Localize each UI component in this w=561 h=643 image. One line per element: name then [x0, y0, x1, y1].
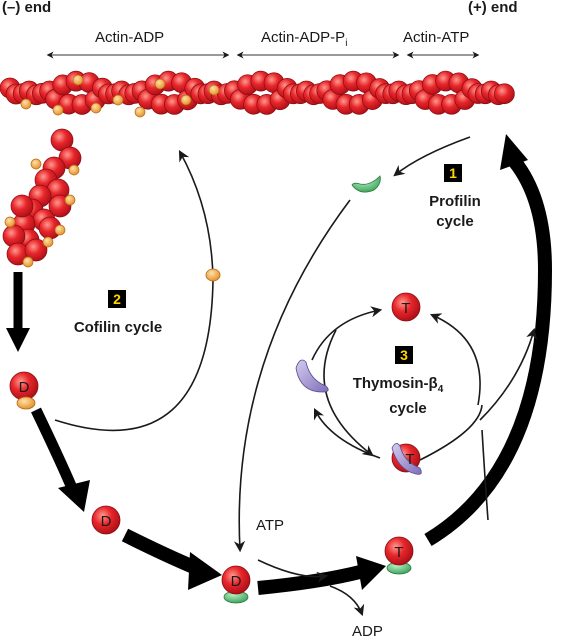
- cycle-number: 2: [113, 291, 121, 307]
- cofilin-subunit: [112, 94, 124, 106]
- actin-atp-monomer: T: [391, 292, 421, 322]
- arrow-cofilin-return-upper: [178, 150, 214, 281]
- cofilin-subunit: [64, 194, 76, 206]
- flow-arrow-t-to-plus-end: [424, 157, 553, 547]
- region-label-actin-adp-pi: Actin-ADP-Pi: [261, 29, 347, 49]
- main-flow-arrows: [6, 134, 553, 595]
- thymosin-cycle-label: 3 Thymosin-β4 cycle: [353, 346, 444, 417]
- thymosin-cycle-arrow-branch-out: [479, 327, 537, 421]
- cofilin-subunit: [30, 158, 42, 170]
- actin-monomer: [221, 565, 251, 595]
- actin-monomer: [391, 292, 421, 322]
- thymosin-molecule-bound: [391, 443, 422, 475]
- actin-adp-cofilin-monomer: D: [9, 371, 39, 410]
- region-label-actin-atp: Actin-ATP: [403, 29, 469, 46]
- thymosin-cycle-arrow-left-down: [323, 329, 374, 457]
- actin-adp-profilin-monomer: D: [221, 565, 251, 604]
- cycle-number-badge: [395, 346, 413, 364]
- cofilin-molecule-bound: [16, 396, 36, 410]
- cofilin-cycle-title: Cofilin cycle: [74, 319, 162, 336]
- cofilin-subunit: [154, 78, 166, 90]
- flow-arrowhead-d2: [188, 552, 222, 590]
- monomer-letter-t: T: [405, 451, 414, 468]
- arrow-adp-out: [329, 585, 365, 617]
- actin-monomer: [91, 505, 121, 535]
- cofilin-subunit: [20, 98, 32, 110]
- cofilin-subunit: [42, 236, 54, 248]
- monomer-letter-d: D: [231, 573, 242, 590]
- profilin-cycle-label: 1 Profilin cycle: [429, 164, 481, 230]
- profilin-molecule: [351, 175, 381, 193]
- actin-monomer: [384, 536, 414, 566]
- flow-arrowhead-d1: [58, 480, 90, 512]
- arrow-atp-in: [257, 559, 329, 583]
- cofilin-subunit: [4, 216, 16, 228]
- cofilin-subunit: [180, 94, 192, 106]
- monomer-letter-d: D: [19, 379, 30, 396]
- thin-arrows: [54, 136, 537, 617]
- region-label-actin-adp: Actin-ADP: [95, 29, 164, 46]
- cofilin-subunit: [22, 256, 34, 268]
- actin-atp-thymosin-monomer: T: [391, 443, 422, 475]
- arrow-profilin-to-d: [233, 199, 351, 553]
- monomer-letter-d: D: [101, 513, 112, 530]
- thymosin-cycle-title: Thymosin-β4: [353, 375, 444, 395]
- thymosin-cycle-subtitle: cycle: [389, 400, 427, 417]
- depolymerizing-filament-fragment: [2, 128, 82, 268]
- cofilin-cycle-label: 2 Cofilin cycle: [74, 290, 162, 336]
- thymosin-cycle-arrow-bottom-right: [419, 404, 483, 461]
- cycle-number-badge: [108, 290, 126, 308]
- actin-adp-monomer: D: [91, 505, 121, 535]
- actin-atp-profilin-monomer: T: [384, 536, 414, 575]
- arrow-to-profilin: [393, 136, 471, 177]
- flow-arrowhead-exchange: [356, 556, 386, 590]
- cofilin-molecule: [205, 268, 221, 282]
- actin-subunit: [24, 238, 48, 262]
- flow-arrow-exchange: [257, 565, 362, 595]
- cycle-number: 3: [400, 347, 408, 363]
- flow-arrow-d1-to-d2: [31, 407, 78, 491]
- plus-end-label: (+) end: [468, 0, 518, 16]
- profilin-cycle-title: Profilin: [429, 193, 481, 210]
- cofilin-subunit: [68, 164, 80, 176]
- thymosin-cycle-arrow-bottom-left: [313, 407, 381, 459]
- cycle-number: 1: [449, 165, 457, 181]
- profilin-cycle-subtitle: cycle: [436, 213, 474, 230]
- cofilin-subunit: [52, 104, 64, 116]
- actin-subunit: [10, 194, 34, 218]
- atp-label: ATP: [256, 517, 284, 534]
- flow-arrowhead-fragment: [6, 328, 30, 352]
- thymosin-cycle-arrow-top-left: [311, 306, 383, 361]
- monomer-letter-t: T: [401, 300, 410, 317]
- thymosin-cycle-arrow-right-up: [429, 313, 481, 406]
- cofilin-subunit: [72, 74, 84, 86]
- cofilin-subunit: [134, 106, 146, 118]
- cofilin-subunit: [54, 224, 66, 236]
- cycle-number-badge: [444, 164, 462, 182]
- arrow-cofilin-return-lower: [54, 279, 214, 432]
- cofilin-subunit: [208, 84, 220, 96]
- flow-arrowhead-plus-end: [500, 134, 528, 170]
- minus-end-label: (–) end: [2, 0, 51, 16]
- cofilin-subunit: [90, 102, 102, 114]
- flow-arrow-d2-to-d3: [121, 528, 199, 575]
- thymosin-molecule: [295, 359, 329, 393]
- actin-filament: [0, 70, 515, 118]
- monomer-letter-t: T: [394, 544, 403, 561]
- actin-subunit: [494, 83, 515, 105]
- thymosin-cycle-arrow-to-flow: [481, 429, 489, 521]
- adp-label: ADP: [352, 623, 383, 640]
